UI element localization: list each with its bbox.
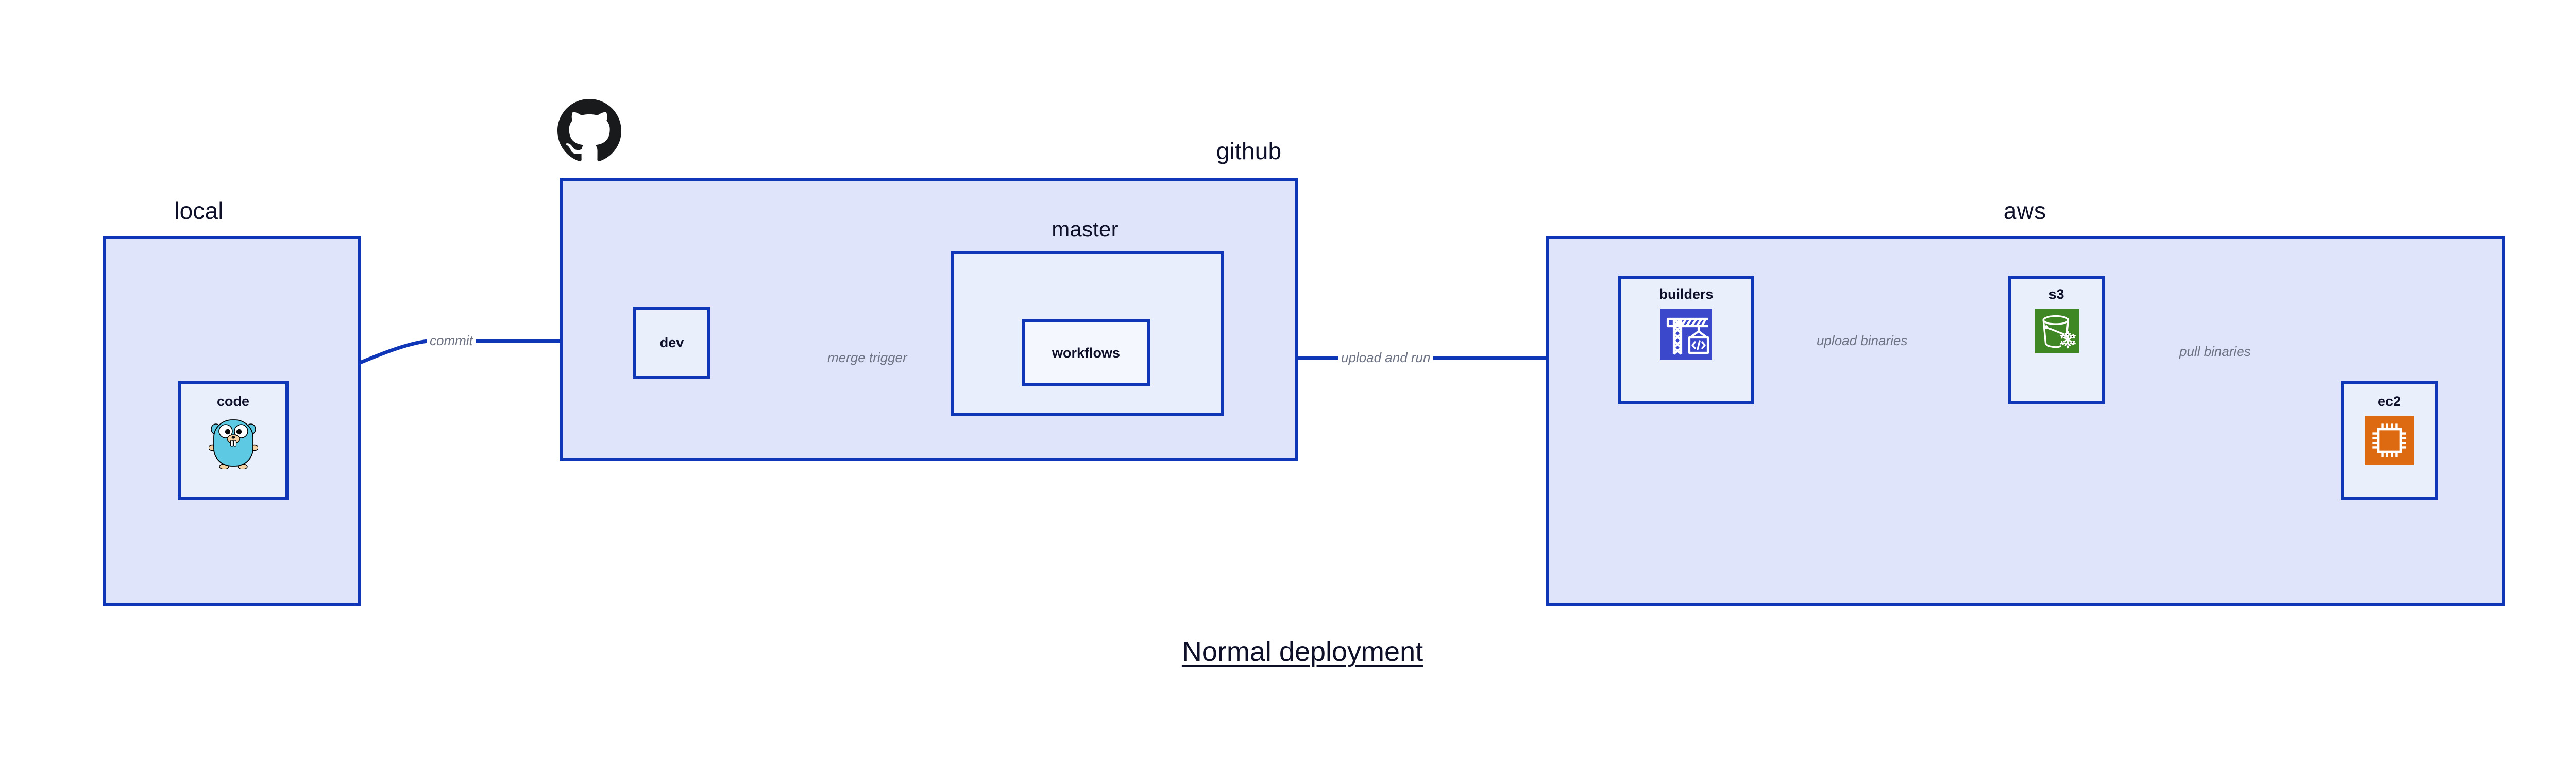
- edge-label-upload-and-run: upload and run: [1338, 351, 1434, 364]
- group-label-github: github: [1216, 138, 1282, 164]
- group-label-master: master: [1052, 217, 1118, 241]
- node-builders[interactable]: builders: [1618, 276, 1754, 404]
- edge-label-commit: commit: [427, 334, 476, 347]
- edge-label-upload-binaries: upload binaries: [1814, 334, 1911, 347]
- edge-label-pull-binaries: pull binaries: [2176, 345, 2254, 358]
- node-label-workflows: workflows: [1052, 345, 1121, 361]
- aws-s3-glacier-bucket-icon: [2034, 309, 2079, 355]
- node-workflows[interactable]: workflows: [1022, 319, 1150, 386]
- edge-label-merge-trigger: merge trigger: [824, 351, 910, 364]
- group-label-local: local: [174, 197, 224, 224]
- node-ec2[interactable]: ec2: [2341, 381, 2438, 500]
- node-label-ec2: ec2: [2377, 394, 2401, 409]
- node-label-builders: builders: [1659, 286, 1714, 302]
- node-label-s3: s3: [2048, 286, 2064, 302]
- aws-codebuild-icon: [1660, 309, 1712, 363]
- diagram-title: Normal deployment: [1181, 636, 1423, 667]
- node-dev[interactable]: dev: [633, 307, 710, 379]
- node-label-code: code: [216, 394, 250, 409]
- go-gopher-icon: [208, 416, 259, 472]
- group-label-aws: aws: [2003, 197, 2046, 224]
- github-octocat-icon: [557, 99, 621, 165]
- node-label-dev: dev: [659, 334, 684, 350]
- node-s3[interactable]: s3: [2008, 276, 2105, 404]
- node-code[interactable]: code: [178, 381, 289, 500]
- aws-ec2-chip-icon: [2364, 416, 2414, 468]
